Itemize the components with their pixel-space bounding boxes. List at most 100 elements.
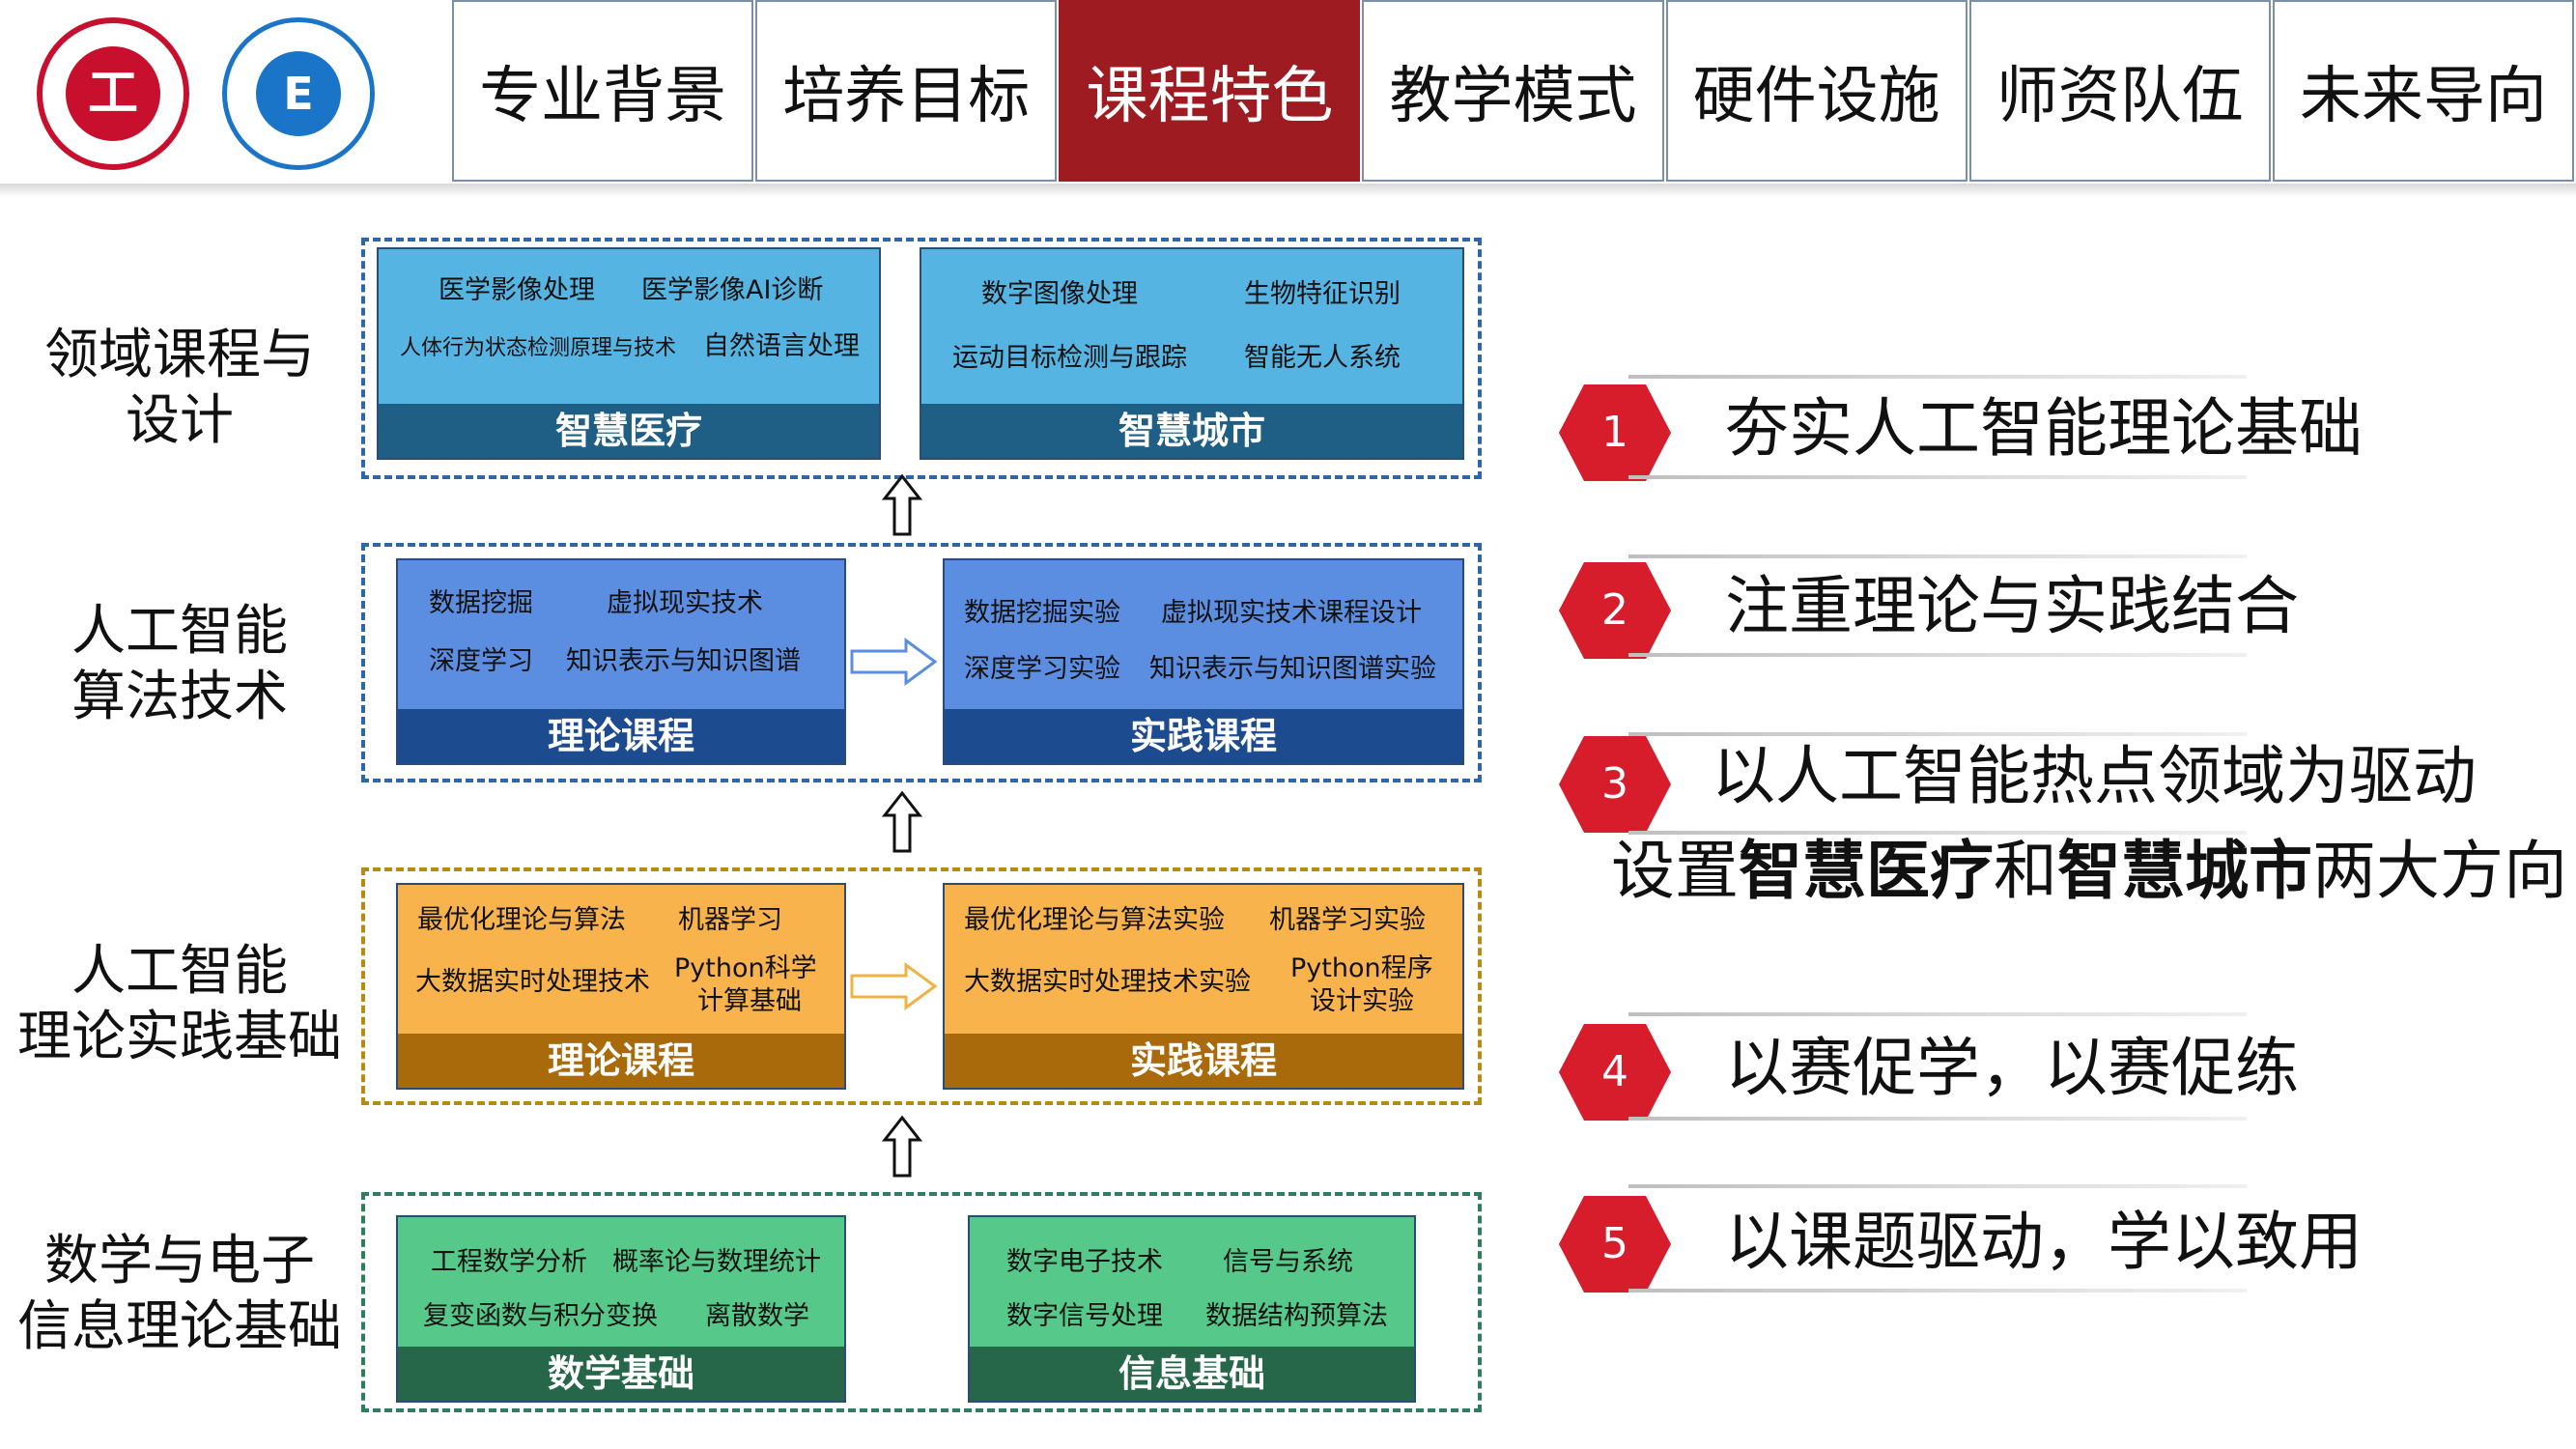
row-label-line: 数学与电子	[44, 1230, 315, 1293]
feature-text-bold: 智慧医疗	[1739, 834, 1994, 908]
feature-divider	[1628, 732, 2247, 736]
tab-background[interactable]: 专业背景	[452, 0, 754, 182]
feature-number: 2	[1601, 585, 1628, 635]
card-title: 信息基础	[970, 1347, 1414, 1401]
feature-text-line2: 设置智慧医疗和智慧城市两大方向	[1611, 833, 2567, 910]
card-math-basics: 工程数学分析 概率论与数理统计 复变函数与积分变换 离散数学 数学基础	[396, 1215, 846, 1403]
feature-badge: 4	[1557, 1022, 1673, 1122]
course-item: 计算基础	[697, 986, 802, 1016]
course-item: 深度学习	[429, 646, 533, 676]
feature-divider	[1628, 1117, 2247, 1121]
course-item: 医学影像处理	[439, 275, 595, 305]
row-label-ai-basics: 人工智能 理论实践基础	[0, 939, 359, 1070]
feature-number: 1	[1601, 408, 1628, 457]
row-label-line: 算法技术	[71, 666, 288, 728]
tab-future[interactable]: 未来导向	[2272, 0, 2574, 182]
feature-text: 以赛促学，以赛促练	[1725, 1031, 2299, 1105]
course-item: 大数据实时处理技术实验	[964, 967, 1251, 997]
feature-text: 夯实人工智能理论基础	[1725, 391, 2363, 466]
feature-divider	[1628, 1012, 2247, 1016]
feature-number: 5	[1601, 1219, 1628, 1268]
row-label-math: 数学与电子 信息理论基础	[0, 1229, 359, 1360]
course-item: Python科学	[674, 953, 817, 983]
feature-divider	[1628, 475, 2247, 479]
school-logo: E	[222, 17, 375, 170]
university-logo-mark: 工	[66, 46, 160, 141]
card-title: 理论课程	[398, 709, 844, 763]
feature-text: 以人工智能热点领域为驱动	[1712, 739, 2477, 813]
course-item: 数据结构预算法	[1205, 1301, 1388, 1331]
course-item: 设计实验	[1310, 986, 1414, 1016]
course-item: 虚拟现实技术	[607, 588, 763, 618]
tab-hardware[interactable]: 硬件设施	[1665, 0, 1967, 182]
course-item: 信号与系统	[1223, 1247, 1353, 1277]
course-item: 医学影像AI诊断	[641, 275, 824, 305]
course-item: Python程序	[1290, 953, 1433, 983]
course-item: 最优化理论与算法实验	[964, 905, 1225, 935]
header-divider	[0, 184, 2576, 197]
feature-divider	[1628, 1184, 2247, 1188]
course-item: 复变函数与积分变换	[423, 1301, 658, 1331]
course-item: 运动目标检测与跟踪	[952, 343, 1187, 373]
tab-course-features[interactable]: 课程特色	[1059, 0, 1361, 182]
domain-frame	[361, 238, 1482, 479]
card-title: 数学基础	[398, 1347, 844, 1401]
feature-text-bold: 智慧城市	[2057, 834, 2312, 908]
course-item: 知识表示与知识图谱实验	[1149, 654, 1436, 684]
up-arrow-icon	[881, 790, 923, 854]
card-info-basics: 数字电子技术 信号与系统 数字信号处理 数据结构预算法 信息基础	[968, 1215, 1416, 1403]
card-smart-city: 数字图像处理 生物特征识别 运动目标检测与跟踪 智能无人系统 智慧城市	[920, 247, 1464, 460]
course-item: 数字信号处理	[1006, 1301, 1163, 1331]
course-item: 智能无人系统	[1244, 343, 1401, 373]
card-title: 智慧医疗	[379, 404, 879, 458]
feature-text: 注重理论与实践结合	[1725, 569, 2299, 643]
nav-tabs: 专业背景 培养目标 课程特色 教学模式 硬件设施 师资队伍 未来导向	[452, 0, 2576, 182]
row-label-line: 领域课程与	[44, 324, 315, 386]
row-label-line: 人工智能	[71, 600, 288, 663]
course-item: 深度学习实验	[964, 654, 1120, 684]
tab-faculty[interactable]: 师资队伍	[1968, 0, 2271, 182]
feature-text-part: 设置	[1611, 834, 1739, 908]
feature-badge: 3	[1557, 734, 1673, 835]
ai-basics-frame	[361, 867, 1482, 1105]
card-title: 理论课程	[398, 1034, 844, 1088]
row-label-line: 人工智能	[71, 940, 288, 1003]
feature-badge: 5	[1557, 1194, 1673, 1294]
algorithms-frame	[361, 543, 1482, 782]
right-arrow-icon	[848, 638, 939, 686]
feature-text-part: 和	[1994, 834, 2057, 908]
course-item: 机器学习实验	[1269, 905, 1426, 935]
course-item: 数字电子技术	[1006, 1247, 1163, 1277]
tab-goals[interactable]: 培养目标	[755, 0, 1058, 182]
feature-divider	[1628, 1289, 2247, 1293]
up-arrow-icon	[881, 1115, 923, 1179]
card-basics-theory: 最优化理论与算法 机器学习 大数据实时处理技术 Python科学 计算基础 理论…	[396, 883, 846, 1090]
course-item: 离散数学	[705, 1301, 809, 1331]
feature-number: 3	[1601, 759, 1628, 809]
card-title: 实践课程	[945, 1034, 1462, 1088]
tab-teaching-mode[interactable]: 教学模式	[1362, 0, 1664, 182]
card-algo-practice: 数据挖掘实验 虚拟现实技术课程设计 深度学习实验 知识表示与知识图谱实验 实践课…	[943, 558, 1464, 765]
row-label-line: 设计	[126, 389, 234, 452]
course-item: 大数据实时处理技术	[415, 967, 650, 997]
card-smart-medical: 医学影像处理 医学影像AI诊断 人体行为状态检测原理与技术 自然语言处理 智慧医…	[377, 247, 881, 460]
course-item: 虚拟现实技术课程设计	[1161, 598, 1422, 628]
feature-divider	[1628, 831, 2247, 835]
school-logo-mark: E	[256, 51, 341, 136]
course-item: 最优化理论与算法	[417, 905, 626, 935]
up-arrow-icon	[881, 473, 923, 537]
course-item: 自然语言处理	[703, 331, 860, 361]
feature-text-part: 两大方向	[2312, 834, 2567, 908]
card-basics-practice: 最优化理论与算法实验 机器学习实验 大数据实时处理技术实验 Python程序 设…	[943, 883, 1464, 1090]
feature-badge: 1	[1557, 383, 1673, 483]
university-logo: 工	[37, 17, 189, 170]
course-item: 工程数学分析	[431, 1247, 587, 1277]
math-frame	[361, 1192, 1482, 1412]
row-label-line: 理论实践基础	[17, 1006, 342, 1068]
feature-number: 4	[1601, 1047, 1628, 1096]
feature-text: 以课题驱动，学以致用	[1725, 1205, 2363, 1279]
card-algo-theory: 数据挖掘 虚拟现实技术 深度学习 知识表示与知识图谱 理论课程	[396, 558, 846, 765]
course-item: 数字图像处理	[981, 279, 1138, 309]
course-item: 机器学习	[678, 905, 782, 935]
feature-divider	[1628, 375, 2247, 379]
